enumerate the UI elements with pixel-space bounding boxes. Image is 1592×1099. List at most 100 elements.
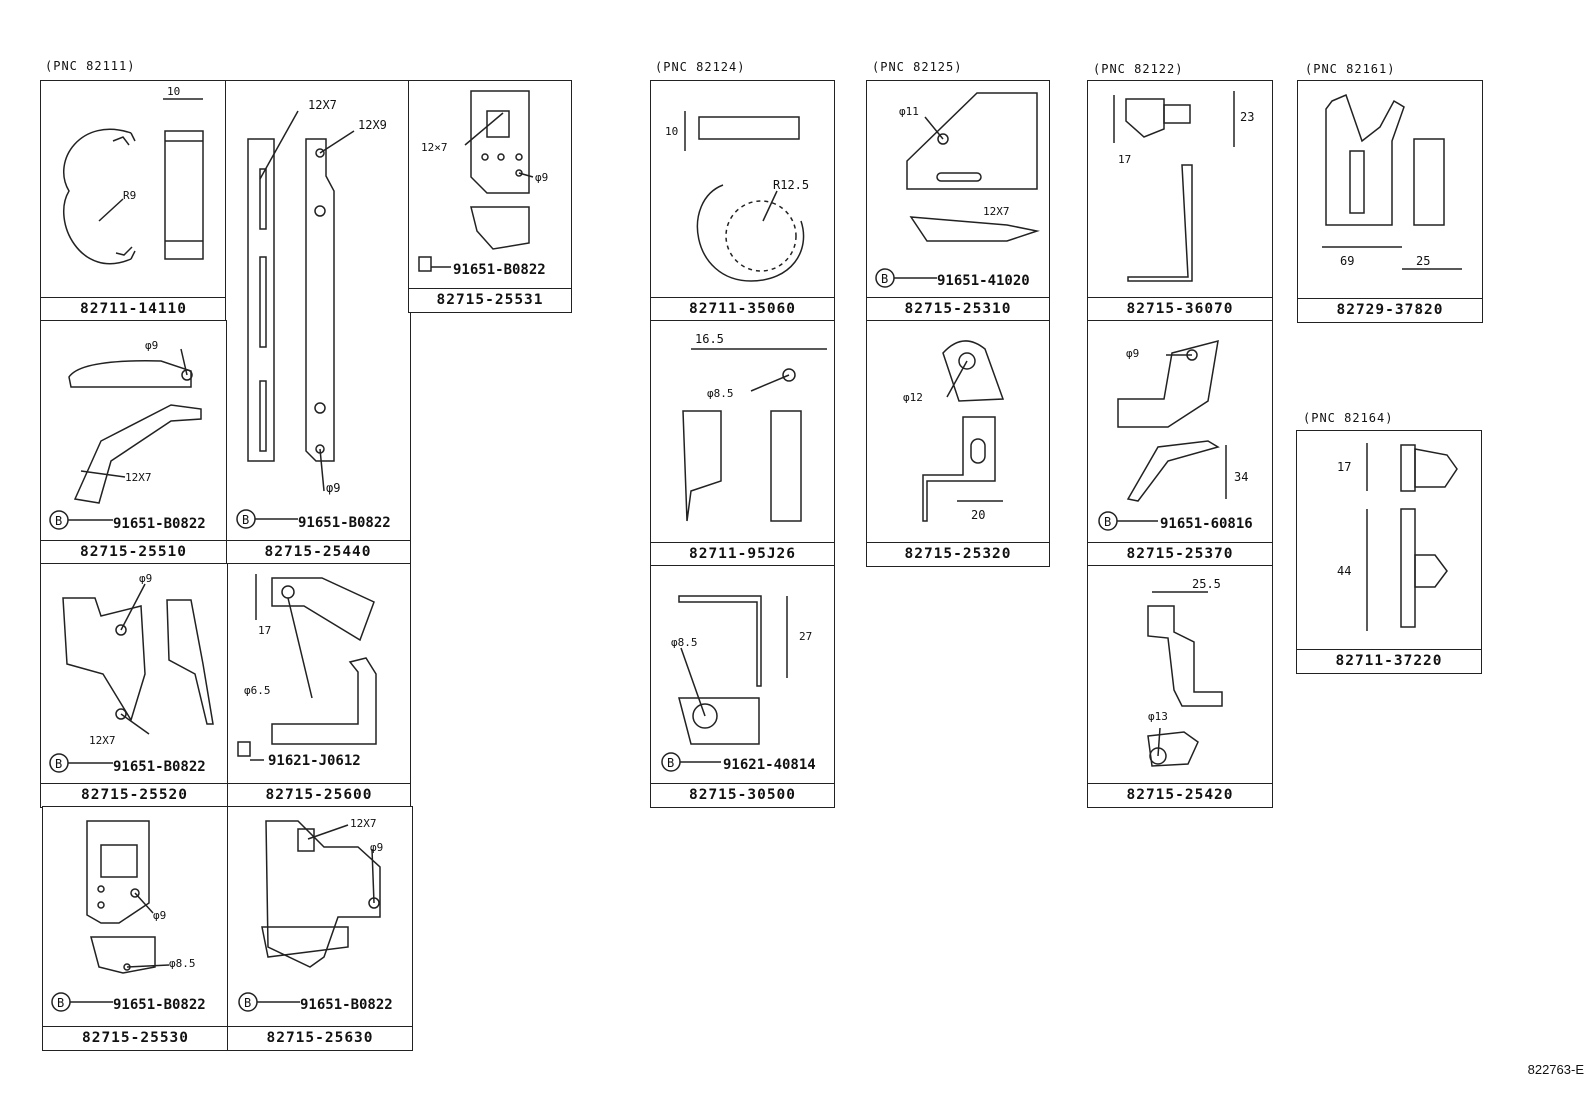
part-cell-82715-25370: φ9 34 B 91651-60816 82715-25370	[1087, 320, 1273, 567]
dim-slot-12x7: 12X7	[350, 817, 377, 830]
bracket-strip-drawing: 12X7 12X9 φ9 B 91651-B0822	[236, 98, 391, 531]
fastener-number: 91651-B0822	[298, 515, 391, 531]
bracket-drawing: φ9 12X7 B 91651-B0822	[49, 572, 214, 775]
part-number-82715-25440: 82715-25440	[226, 540, 410, 564]
part-cell-82711-95J26: 16.5 φ8.5 82711-95J26	[650, 320, 835, 567]
dim-slot-12x7: 12×7	[421, 141, 448, 154]
bracket-drawing: φ12 20	[903, 340, 1005, 522]
part-number-82715-30500: 82715-30500	[651, 783, 834, 807]
clip-drawing: 17 44	[1337, 443, 1458, 631]
pnc-label-82161: (PNC 82161)	[1305, 62, 1396, 76]
dim-hole-8-5: φ8.5	[169, 957, 196, 970]
dim-slot-12x7: 12X7	[125, 471, 152, 484]
part-cell-82715-25630: 12X7 φ9 B 91651-B0822 82715-25630	[227, 806, 413, 1051]
bracket-drawing: φ9 φ8.5 B 91651-B0822	[51, 820, 206, 1013]
part-cell-82715-25320: φ12 20 82715-25320	[866, 320, 1050, 567]
fastener-number: 91651-B0822	[453, 262, 546, 278]
part-cell-82715-25310: φ11 12X7 B 91651-41020 82715-25310	[866, 80, 1050, 322]
part-number-82715-25420: 82715-25420	[1088, 783, 1272, 807]
part-cell-82715-30500: 27 φ8.5 B 91621-40814 82715-30500	[650, 565, 835, 808]
part-number-82715-25510: 82715-25510	[41, 540, 226, 564]
dim-height-17: 17	[1337, 460, 1351, 474]
fastener-number: 91621-J0612	[268, 753, 361, 769]
part-cell-82715-25420: 25.5 φ13 82715-25420	[1087, 565, 1273, 808]
dim-height-34: 34	[1234, 470, 1248, 484]
dim-height-10: 10	[665, 125, 678, 138]
part-number-82715-36070: 82715-36070	[1088, 297, 1272, 321]
dim-width-20: 20	[971, 508, 985, 522]
fastener-number: 91651-B0822	[300, 997, 393, 1013]
fastener-number: 91651-41020	[937, 273, 1030, 289]
part-cell-82711-35060: 10 R12.5 82711-35060	[650, 80, 835, 322]
part-cell-82729-37820: 69 25 82729-37820	[1297, 80, 1483, 323]
dim-hole-12: φ12	[903, 391, 923, 404]
part-number-82715-25520: 82715-25520	[41, 783, 228, 807]
dim-width-10: 10	[167, 85, 180, 98]
svg-text:B: B	[55, 757, 62, 771]
part-cell-82715-25440: 12X7 12X9 φ9 B 91651-B0822 82715-25440	[225, 80, 411, 565]
fastener-number: 91621-40814	[723, 757, 816, 773]
bracket-drawing: φ9 12X7 B 91651-B0822	[49, 339, 206, 532]
dim-height-17: 17	[1118, 153, 1131, 166]
dim-hole-13: φ13	[1148, 710, 1168, 723]
svg-text:B: B	[881, 272, 888, 286]
part-number-82711-35060: 82711-35060	[651, 297, 834, 321]
part-cell-82715-25600: 17 φ6.5 91621-J0612 82715-25600	[227, 563, 411, 808]
dim-width-69: 69	[1340, 254, 1354, 268]
part-number-82715-25310: 82715-25310	[867, 297, 1049, 321]
dim-hole-11: φ11	[899, 105, 919, 118]
dim-hole-9: φ9	[139, 572, 152, 585]
part-number-82715-25531: 82715-25531	[409, 288, 571, 312]
part-number-82715-25530: 82715-25530	[43, 1026, 228, 1050]
part-number-82711-95J26: 82711-95J26	[651, 542, 834, 566]
bracket-drawing: 69 25	[1322, 93, 1462, 270]
pnc-label-82124: (PNC 82124)	[655, 60, 746, 74]
dim-radius-r9: R9	[123, 189, 136, 202]
fastener-number: 91651-B0822	[113, 997, 206, 1013]
bracket-drawing: 17 23	[1113, 91, 1254, 282]
bolt-icon	[418, 256, 432, 272]
part-number-82711-37220: 82711-37220	[1297, 649, 1481, 673]
dim-width-25-5: 25.5	[1192, 577, 1221, 591]
dim-height-17: 17	[258, 624, 271, 637]
clamp-drawing: 10 R12.5	[665, 111, 809, 282]
dim-slot-12x7: 12X7	[308, 98, 337, 112]
dim-height-44: 44	[1337, 564, 1351, 578]
part-number-82715-25630: 82715-25630	[228, 1026, 412, 1050]
bracket-drawing: 12×7 φ9 91651-B0822	[418, 90, 548, 278]
dim-width-25: 25	[1416, 254, 1430, 268]
part-number-82711-14110: 82711-14110	[41, 297, 226, 321]
dim-height-27: 27	[799, 630, 812, 643]
dim-hole-9: φ9	[145, 339, 158, 352]
bracket-drawing: 17 φ6.5 91621-J0612	[237, 574, 377, 769]
dim-slot-12x7: 12X7	[89, 734, 116, 747]
dim-hole-8-5: φ8.5	[707, 387, 734, 400]
dim-radius-12-5: R12.5	[773, 178, 809, 192]
svg-text:B: B	[242, 513, 249, 527]
fastener-number: 91651-60816	[1160, 516, 1253, 532]
dim-hole-9: φ9	[326, 481, 340, 495]
dim-hole-9: φ9	[153, 909, 166, 922]
fastener-number: 91651-B0822	[113, 759, 206, 775]
pnc-label-82122: (PNC 82122)	[1093, 62, 1184, 76]
dim-hole-9: φ9	[370, 841, 383, 854]
bracket-drawing: φ9 34 B 91651-60816	[1098, 339, 1253, 532]
svg-text:B: B	[57, 996, 64, 1010]
bracket-drawing: 27 φ8.5 B 91621-40814	[661, 595, 816, 773]
part-cell-82715-25531: 12×7 φ9 91651-B0822 82715-25531	[408, 80, 572, 313]
bracket-drawing: 16.5 φ8.5	[682, 332, 827, 522]
dim-width-16-5: 16.5	[695, 332, 724, 346]
diagram-id: 822763-E	[1527, 1062, 1584, 1077]
part-cell-82715-25520: φ9 12X7 B 91651-B0822 82715-25520	[40, 563, 229, 808]
dim-slot-12x9: 12X9	[358, 118, 387, 132]
svg-text:B: B	[667, 756, 674, 770]
part-number-82715-25600: 82715-25600	[228, 783, 410, 807]
pnc-label-82164: (PNC 82164)	[1303, 411, 1394, 425]
svg-text:B: B	[1104, 515, 1111, 529]
clip-ring-drawing: 10 R9	[63, 85, 204, 265]
part-cell-82711-37220: 17 44 82711-37220	[1296, 430, 1482, 674]
part-number-82715-25320: 82715-25320	[867, 542, 1049, 566]
dim-slot-12x7: 12X7	[983, 205, 1010, 218]
part-cell-82715-36070: 17 23 82715-36070	[1087, 80, 1273, 322]
bolt-icon	[237, 741, 251, 757]
